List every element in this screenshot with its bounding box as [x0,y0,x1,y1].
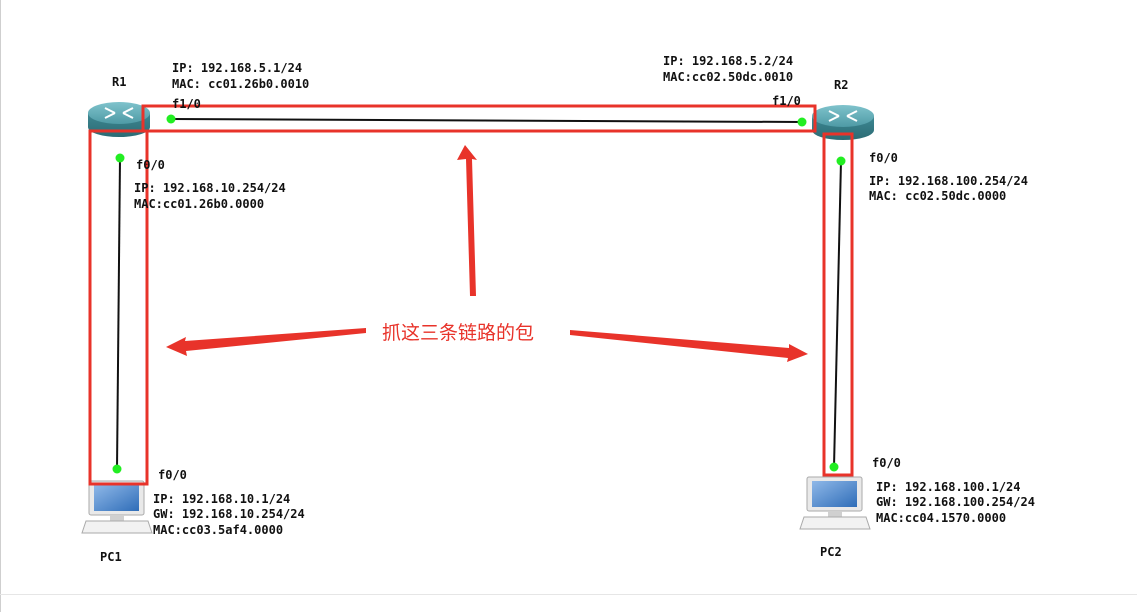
port-dot-pc1-f0-0 [112,464,122,474]
r1-f0-0-ip: IP: 192.168.10.254/24 [134,181,286,195]
port-dot-r2-f0-0 [836,156,846,166]
port-dot-r1-f1-0 [166,114,176,124]
arrow-up [457,145,477,296]
link-r1-r2 [170,118,803,123]
r2-f1-0-mac: MAC:cc02.50dc.0010 [663,70,794,84]
r1-f1-0-mac: MAC: cc01.26b0.0010 [172,77,310,91]
pc2-gateway: GW: 192.168.100.254/24 [876,495,1035,509]
pc1-ip: IP: 192.168.10.1/24 [153,492,291,506]
pc1-icon[interactable] [81,480,153,534]
pc2-icon[interactable] [799,476,871,530]
r1-f0-0-mac: MAC:cc01.26b0.0000 [134,197,265,211]
canvas-bottom-border [0,594,1137,595]
r2-f1-0-port: f1/0 [772,94,801,108]
port-dot-pc2-f0-0 [829,462,839,472]
arrow-left [166,328,366,356]
highlight-box-r1-r2-link [141,104,817,133]
r2-f0-0-mac: MAC: cc02.50dc.0000 [869,189,1007,203]
device-name-pc2: PC2 [820,545,842,559]
r1-f1-0-port: f1/0 [172,97,201,111]
arrow-right [570,330,808,362]
link-r2-pc2 [833,160,842,468]
r1-f0-0-port: f0/0 [136,158,165,172]
r2-f1-0-ip: IP: 192.168.5.2/24 [663,54,794,68]
canvas-left-border [0,0,1,612]
link-r1-pc1 [116,157,121,470]
port-dot-r2-f1-0 [797,117,807,127]
r2-f0-0-port: f0/0 [869,151,898,165]
pc2-ip: IP: 192.168.100.1/24 [876,480,1021,494]
pc2-f0-0-port: f0/0 [872,456,901,470]
highlight-box-r1-pc1-link [88,129,149,486]
pc2-mac: MAC:cc04.1570.0000 [876,511,1007,525]
port-dot-r1-f0-0 [115,153,125,163]
pc1-mac: MAC:cc03.5af4.0000 [153,523,284,537]
pc1-f0-0-port: f0/0 [158,468,187,482]
r1-f1-0-ip: IP: 192.168.5.1/24 [172,61,303,75]
capture-annotation: 抓这三条链路的包 [382,322,535,344]
device-name-r1: R1 [112,75,127,89]
device-name-r2: R2 [834,78,849,92]
highlight-box-r2-pc2-link [822,132,854,477]
pc1-gateway: GW: 192.168.10.254/24 [153,507,305,521]
r2-f0-0-ip: IP: 192.168.100.254/24 [869,174,1028,188]
device-name-pc1: PC1 [100,550,122,564]
